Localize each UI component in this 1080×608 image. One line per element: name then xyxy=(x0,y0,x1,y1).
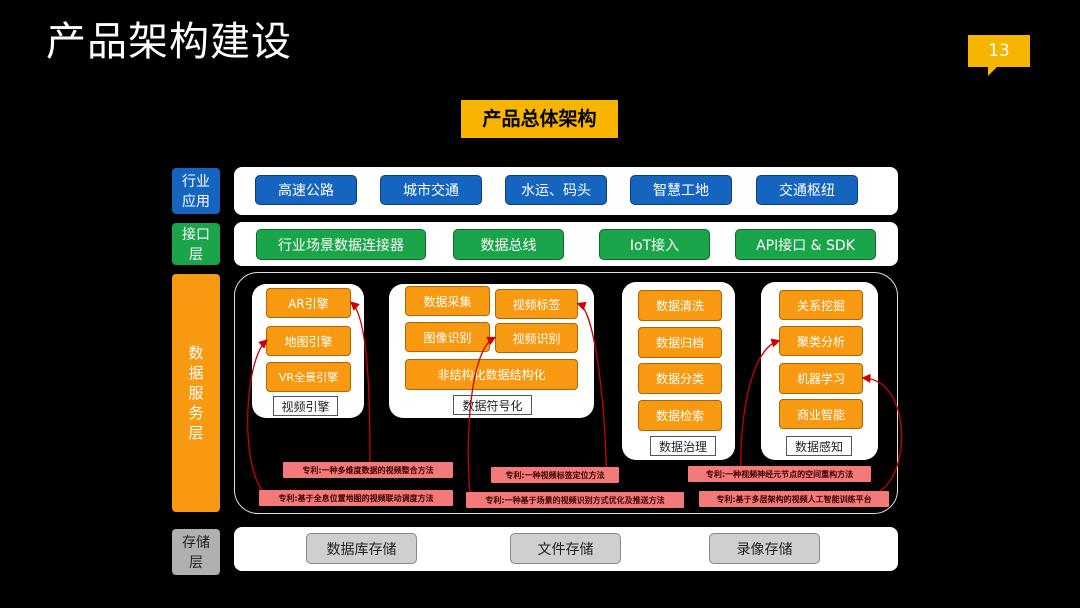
box-video-recognition: 视频识别 xyxy=(495,323,578,353)
patent-neuron-spatial-reconstruction: 专利:一种视频神经元节点的空间重构方法 xyxy=(688,466,871,482)
label-data-governance: 数据治理 xyxy=(650,436,716,456)
box-data-classification: 数据分类 xyxy=(638,363,722,394)
interface-data-bus: 数据总线 xyxy=(453,229,564,260)
industry-highway: 高速公路 xyxy=(255,175,357,205)
label-video-engine: 视频引擎 xyxy=(273,396,338,416)
layer-label-industry: 行业 应用 xyxy=(172,168,220,214)
layer-label-storage: 存储 层 xyxy=(172,529,220,575)
arrow-to-relation-mining xyxy=(740,338,781,467)
page-number-badge-tail xyxy=(988,66,998,76)
box-data-archiving: 数据归档 xyxy=(638,327,722,358)
page-number-badge: 13 xyxy=(968,35,1030,67)
box-data-collection: 数据采集 xyxy=(405,286,490,316)
industry-transport-hub: 交通枢纽 xyxy=(756,175,858,205)
arrow-to-machine-learning xyxy=(861,373,903,492)
label-data-symbolization: 数据符号化 xyxy=(453,395,532,415)
box-cluster-analysis: 聚类分析 xyxy=(779,326,863,356)
layer-label-interface: 接口 层 xyxy=(172,223,220,265)
arrow-to-ar-engine xyxy=(350,301,371,463)
arrow-to-video-recognition xyxy=(467,336,497,493)
interface-iot-access: IoT接入 xyxy=(599,229,710,260)
box-ar-engine: AR引擎 xyxy=(266,288,351,318)
industry-urban-traffic: 城市交通 xyxy=(380,175,482,205)
box-data-cleaning: 数据清洗 xyxy=(638,290,722,321)
box-data-retrieval: 数据检索 xyxy=(638,400,722,431)
patent-holographic-map-linkage: 专利:基于全息位置地图的视频联动调度方法 xyxy=(259,490,453,506)
box-map-engine: 地图引擎 xyxy=(266,326,351,356)
interface-scene-connector: 行业场景数据连接器 xyxy=(256,229,426,260)
storage-recording: 录像存储 xyxy=(709,533,820,564)
page-title: 产品架构建设 xyxy=(46,19,292,65)
box-machine-learning: 机器学习 xyxy=(779,363,863,394)
box-business-intelligence: 商业智能 xyxy=(779,399,863,429)
interface-api-sdk: API接口 & SDK xyxy=(735,229,876,260)
industry-smart-site: 智慧工地 xyxy=(630,175,732,205)
patent-video-tag-positioning: 专利:一种视频标签定位方法 xyxy=(491,467,619,483)
box-video-tag: 视频标签 xyxy=(495,289,578,319)
layer-label-data-service: 数 据 服 务 层 xyxy=(172,274,220,512)
storage-database: 数据库存储 xyxy=(306,533,417,564)
label-data-perception: 数据感知 xyxy=(786,436,852,456)
patent-scene-recognition-push: 专利:一种基于场景的视频识别方式优化及推送方法 xyxy=(466,492,684,508)
industry-waterway-port: 水运、码头 xyxy=(505,175,607,205)
box-relation-mining: 关系挖掘 xyxy=(779,290,863,320)
overall-architecture-title: 产品总体架构 xyxy=(461,100,618,138)
arrow-to-map-engine xyxy=(247,339,268,491)
box-vr-engine: VR全景引擎 xyxy=(266,362,351,392)
storage-file: 文件存储 xyxy=(510,533,621,564)
patent-multidim-video-integration: 专利:一种多维度数据的视频整合方法 xyxy=(283,462,453,478)
arrow-to-video-tag xyxy=(576,301,607,468)
box-unstructured-structuring: 非结构化数据结构化 xyxy=(405,359,578,390)
patent-ai-training-platform: 专利:基于多层架构的视频人工智能训练平台 xyxy=(699,491,889,507)
data-service-panel xyxy=(234,272,898,514)
